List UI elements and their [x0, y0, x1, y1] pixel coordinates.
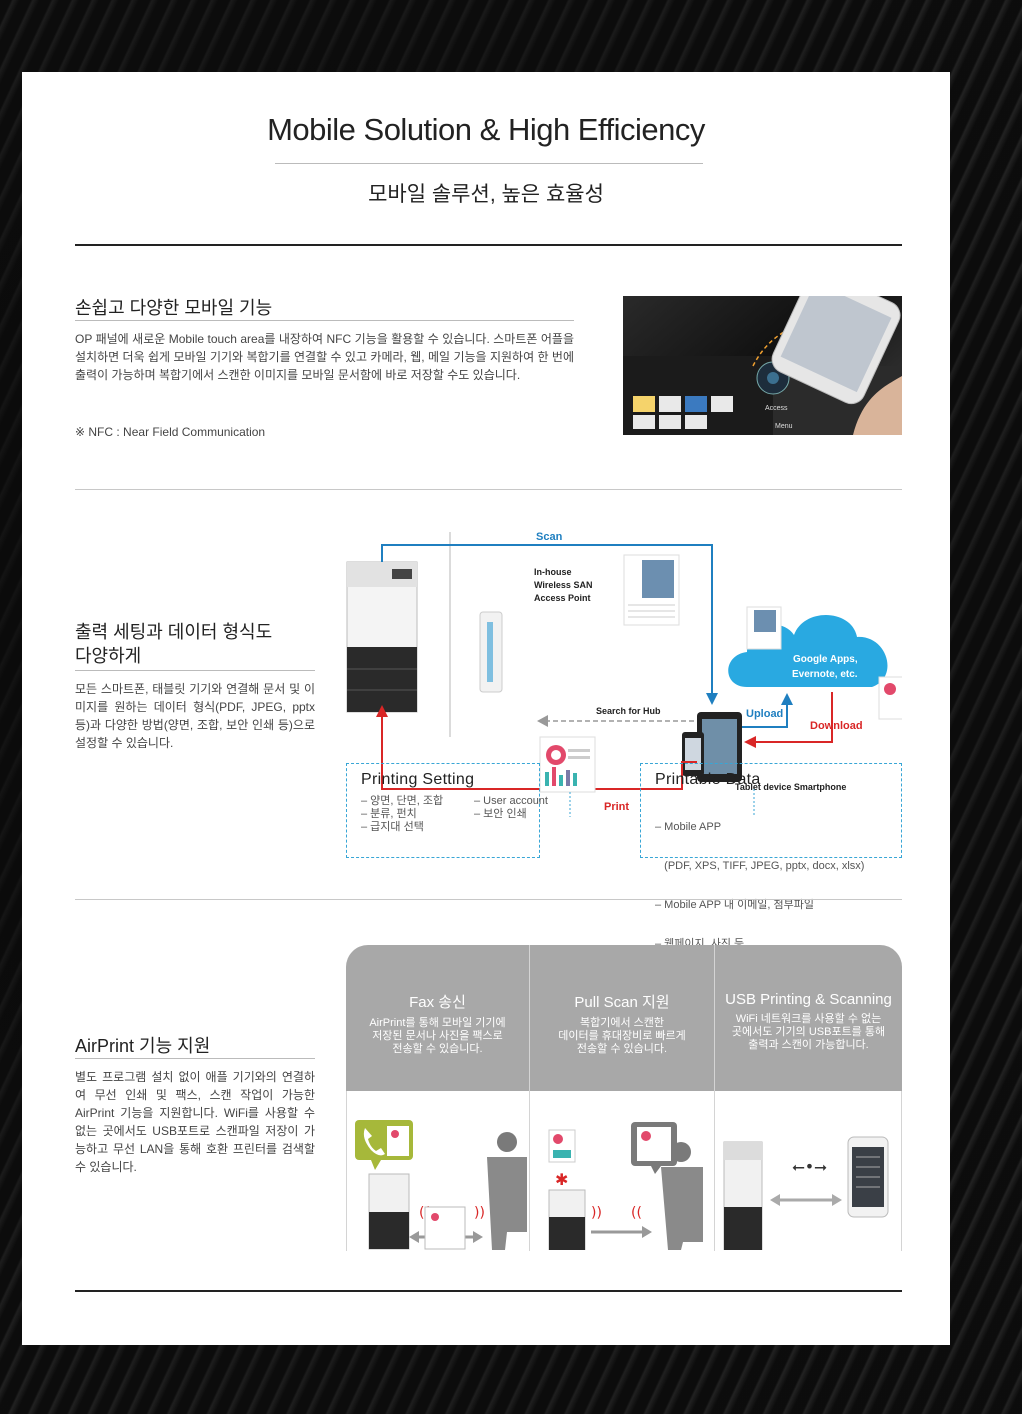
wifi-signal-icon: ((: [631, 1205, 642, 1221]
section2-heading-line2: 다양하게: [75, 646, 142, 666]
section2-heading-rule: [75, 670, 315, 671]
section2-body: 모든 스마트폰, 태블릿 기기와 연결해 문서 및 이미지를 원하는 데이터 형…: [75, 682, 315, 750]
printing-setting-title: Printing Setting: [361, 771, 475, 788]
section1-divider: [75, 489, 902, 490]
printable-data-box: Printable Data – Mobile APP (PDF, XPS, T…: [640, 763, 902, 950]
usb-panel-title: USB Printing & Scanning: [725, 991, 892, 1008]
usb-desc-line: 출력과 스캔이 가능합니다.: [748, 1039, 869, 1051]
person-icon: [497, 1132, 517, 1152]
printing-setting-col1: – 양면, 단면, 조합 – 분류, 펀치 – 급지대 선택: [361, 795, 471, 834]
wifi-signal-icon: ((: [419, 1205, 430, 1221]
panel-edge: [346, 1091, 347, 1251]
mobile-print-diagram: Scan In-house Wireless SAN Access Point …: [346, 531, 902, 817]
printing-setting-item: – 양면, 단면, 조합: [361, 795, 444, 807]
access-key-label: Access: [765, 405, 788, 412]
pull-scan-panel-title: Pull Scan 지원: [574, 994, 670, 1011]
panel-edge: [901, 1091, 902, 1251]
wifi-signal-icon: )): [591, 1205, 602, 1221]
upload-label: Upload: [746, 708, 783, 720]
wifi-signal-icon: )): [474, 1205, 485, 1221]
menu-key-label: Menu: [775, 423, 793, 430]
fax-illustration: (( )): [355, 1120, 527, 1250]
cloud-label-line2: Evernote, etc.: [792, 669, 858, 680]
section1-heading-rule: [75, 320, 574, 321]
fax-panel: Fax 송신 AirPrint를 통해 모바일 기기에 저장된 문서나 사진을 …: [346, 991, 529, 1056]
section2-divider: [75, 899, 902, 900]
usb-illustration: ⭠•⭢: [723, 1136, 889, 1250]
scan-label: Scan: [536, 531, 563, 543]
usb-panel: USB Printing & Scanning WiFi 네트워크를 사용할 수…: [715, 991, 902, 1052]
pull-scan-desc-line: 데이터를 휴대장비로 빠르게: [558, 1030, 686, 1042]
pull-scan-panel-desc: 복합기에서 스캔한 데이터를 휴대장비로 빠르게 전송할 수 있습니다.: [530, 1017, 714, 1056]
printing-setting-item: – 분류, 펀치: [361, 808, 417, 820]
person-icon: [671, 1142, 691, 1162]
section3-heading-rule: [75, 1058, 315, 1059]
fax-desc-line: 저장된 문서나 사진을 팩스로: [372, 1030, 503, 1042]
fax-panel-title: Fax 송신: [409, 994, 466, 1011]
usb-desc-line: WiFi 네트워크를 사용할 수 없는: [735, 1013, 882, 1025]
search-for-hub-label: Search for Hub: [596, 706, 661, 716]
print-label: Print: [604, 801, 629, 813]
section2-heading: 출력 세팅과 데이터 형식도 다양하게: [75, 620, 272, 668]
panel-separator: [529, 945, 530, 1251]
fax-desc-line: 전송할 수 있습니다.: [392, 1043, 483, 1055]
page-title: Mobile Solution & High Efficiency: [267, 112, 705, 147]
section3-body: 별도 프로그램 설치 없이 애플 기기와의 연결하여 무선 인쇄 및 팩스, 스…: [75, 1070, 315, 1174]
printable-data-item: – Mobile APP 내 이메일, 첨부파일: [655, 899, 815, 911]
section1-note: ※ NFC : Near Field Communication: [75, 425, 266, 439]
devices-label: Tablet device Smartphone: [735, 782, 846, 792]
printing-setting-item: – User account: [474, 795, 548, 807]
printable-data-item: (PDF, XPS, TIFF, JPEG, pptx, docx, xlsx): [655, 860, 865, 872]
document-icon: [424, 1206, 466, 1250]
cloud-label-line1: Google Apps,: [793, 654, 858, 665]
printing-setting-item: – 급지대 선택: [361, 821, 424, 833]
section1-heading: 손쉽고 다양한 모바일 기능: [75, 298, 273, 318]
section1-body: OP 패널에 새로운 Mobile touch area를 내장하여 NFC 기…: [75, 332, 574, 382]
printing-setting-item: – 보안 인쇄: [474, 808, 527, 820]
footer-rule: [75, 1290, 902, 1292]
page-sheet: Mobile Solution & High Efficiency 모바일 솔루…: [22, 72, 950, 1345]
access-point-line1: In-house: [534, 567, 572, 577]
access-point-line2: Wireless SAN: [534, 580, 592, 590]
pull-scan-desc-line: 전송할 수 있습니다.: [576, 1043, 668, 1055]
section3-heading: AirPrint 기능 지원: [75, 1036, 211, 1056]
nfc-photo: Access Menu: [623, 296, 902, 435]
title-divider: [275, 163, 703, 164]
mfp-device-icon: [346, 561, 418, 713]
scan-star-icon: ✱: [555, 1170, 568, 1189]
usb-icon: ⭠•⭢: [792, 1157, 827, 1176]
feature-panels-header: [346, 945, 902, 1091]
printing-setting-col2: – User account – 보안 인쇄: [474, 795, 564, 821]
panel-separator: [714, 945, 715, 1251]
nfc-photo-illustration: Access Menu: [623, 296, 902, 435]
printable-data-title: Printable Data: [655, 771, 761, 788]
pull-scan-desc-line: 복합기에서 스캔한: [579, 1017, 664, 1029]
document-icon: [637, 1127, 671, 1161]
section2-heading-line1: 출력 세팅과 데이터 형식도: [75, 622, 273, 642]
fax-desc-line: AirPrint를 통해 모바일 기기에: [369, 1017, 506, 1029]
access-point-line3: Access Point: [534, 593, 591, 603]
usb-desc-line: 곳에서도 기기의 USB포트를 통해: [731, 1026, 886, 1038]
printing-setting-box: Printing Setting – 양면, 단면, 조합 – 분류, 펀치 –…: [346, 763, 548, 858]
header-rule: [75, 244, 902, 246]
fax-panel-desc: AirPrint를 통해 모바일 기기에 저장된 문서나 사진을 팩스로 전송할…: [346, 1017, 529, 1056]
pull-scan-panel: Pull Scan 지원 복합기에서 스캔한 데이터를 휴대장비로 빠르게 전송…: [530, 991, 714, 1056]
page-subtitle: 모바일 솔루션, 높은 효율성: [368, 183, 604, 206]
download-label: Download: [810, 720, 863, 732]
usb-panel-desc: WiFi 네트워크를 사용할 수 없는 곳에서도 기기의 USB포트를 통해 출…: [715, 1013, 902, 1052]
pull-scan-illustration: ✱ )) ((: [548, 1122, 703, 1250]
printable-data-item: – Mobile APP: [655, 821, 722, 833]
